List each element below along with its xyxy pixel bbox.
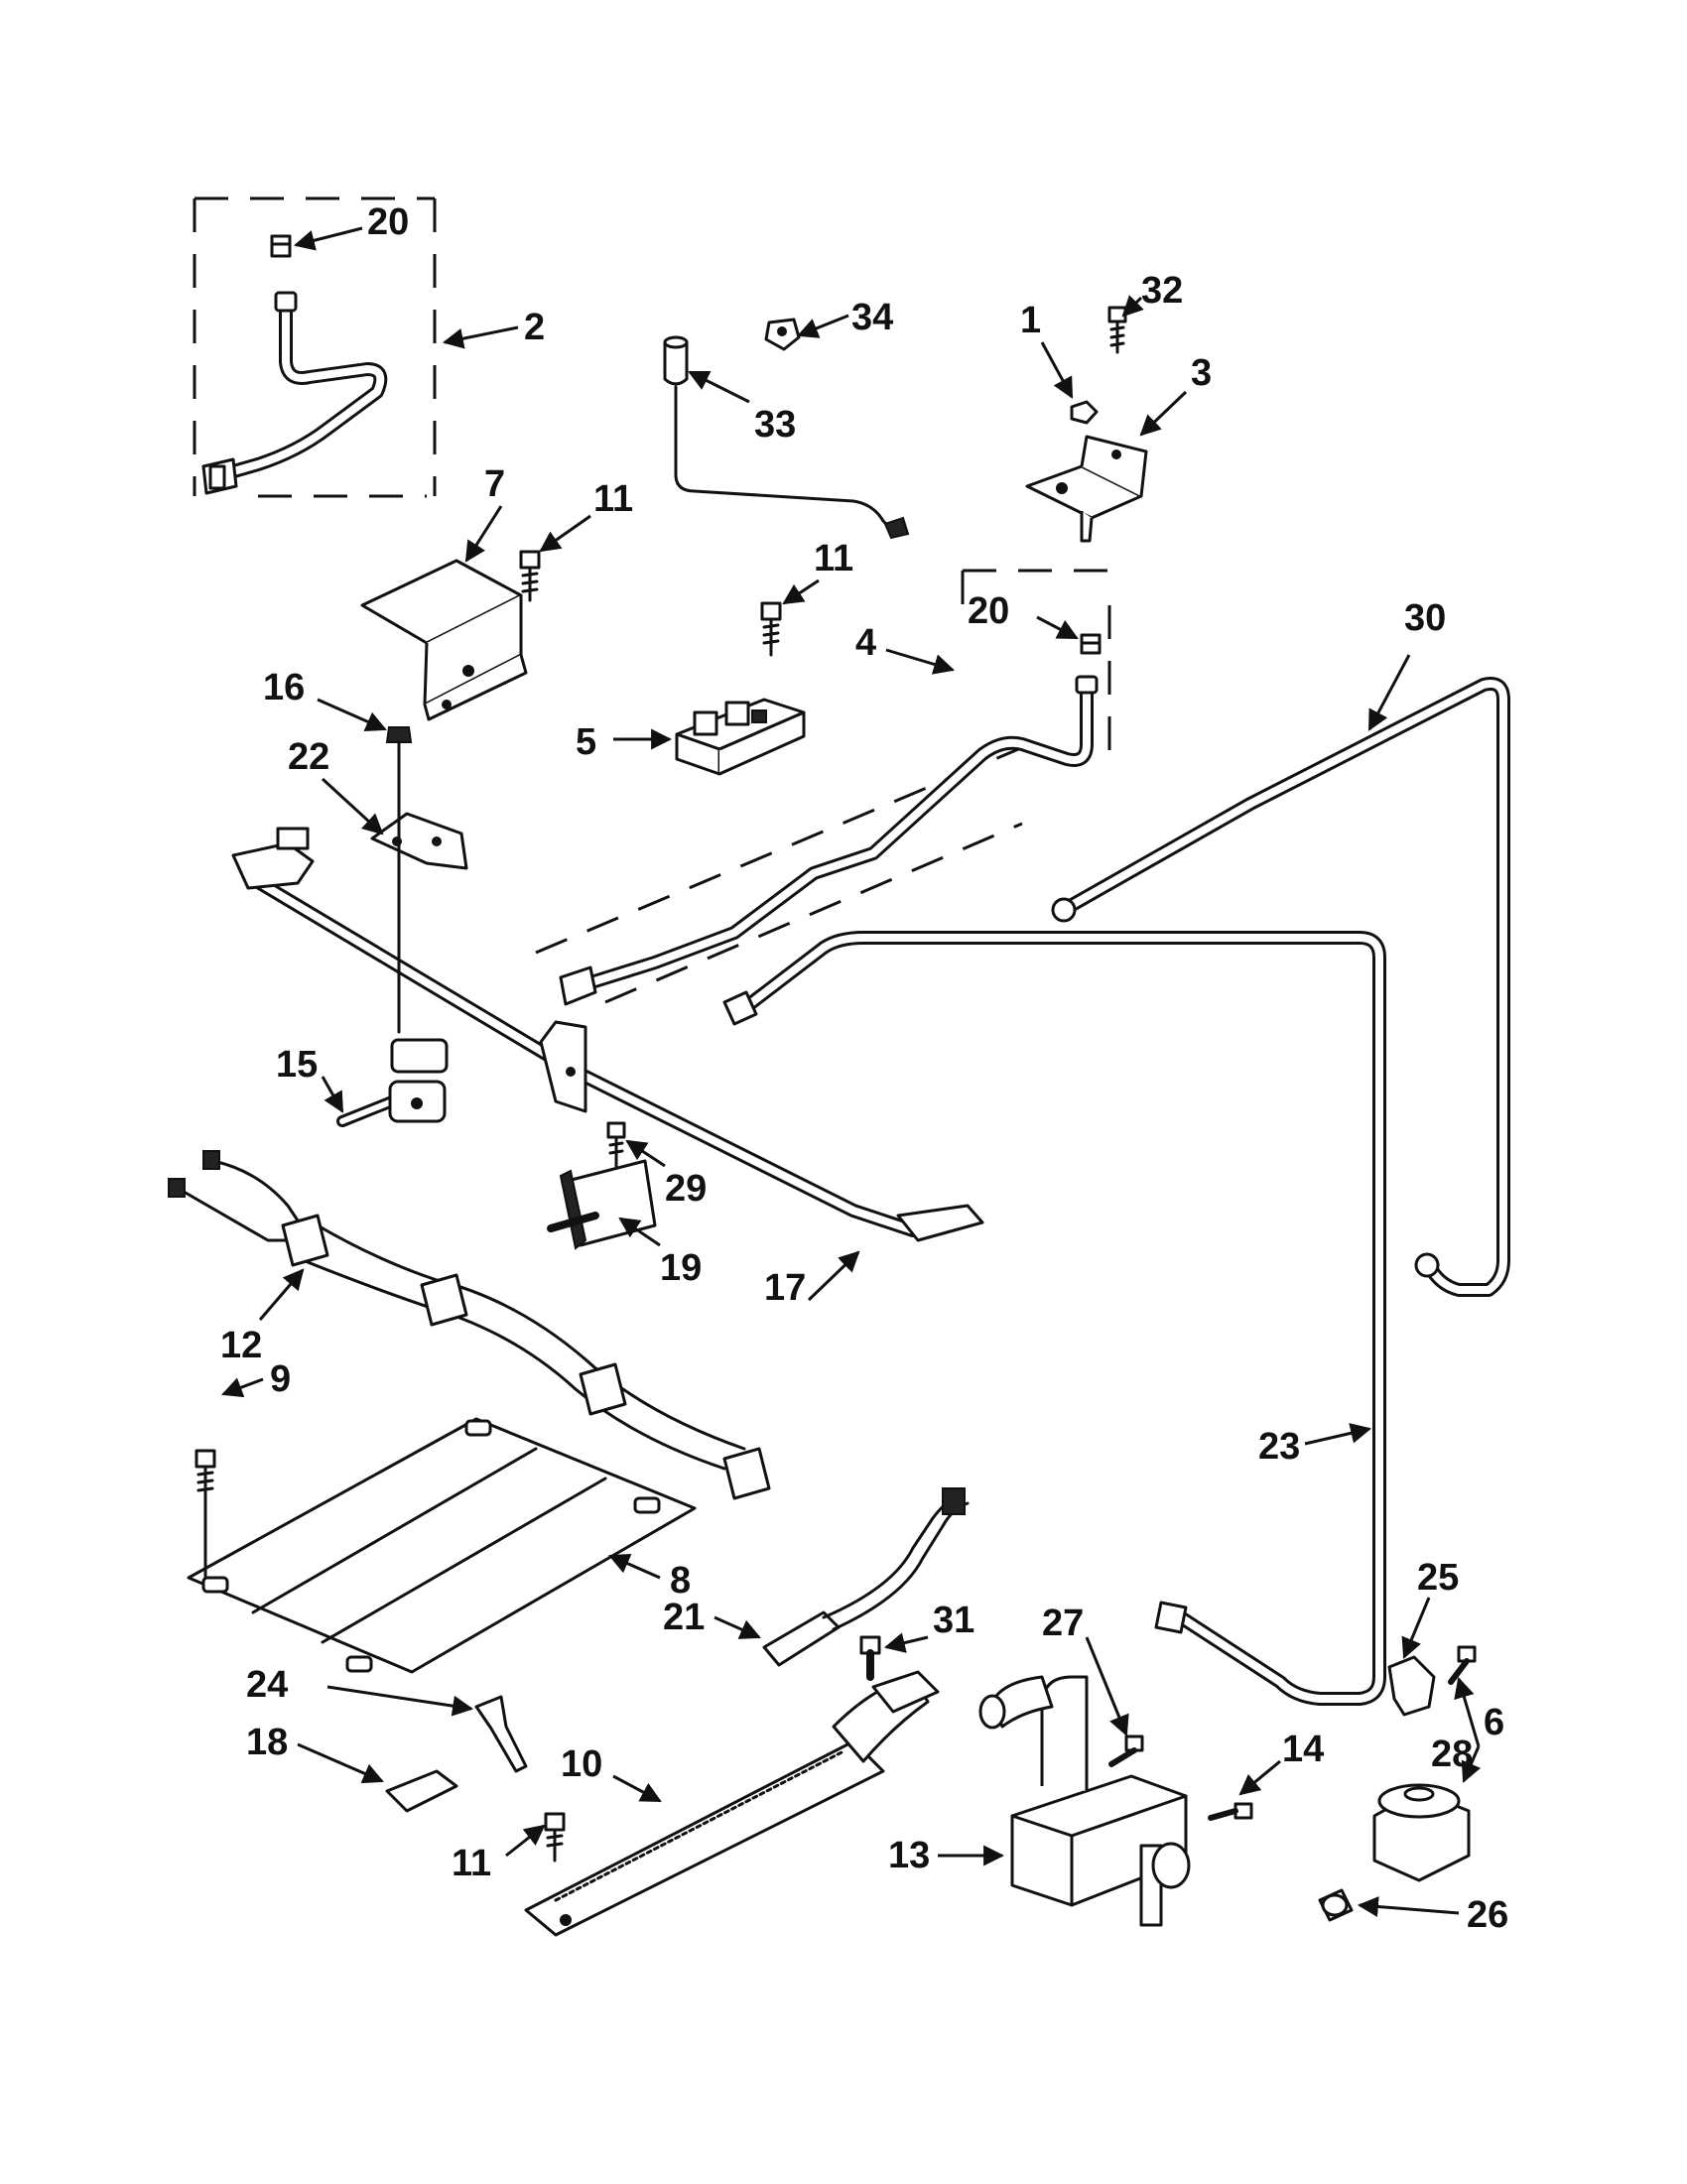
part-8-shield <box>187 1417 697 1674</box>
part-6-regulator <box>1372 1783 1471 1882</box>
fitting-20-right <box>1080 633 1102 655</box>
callout-18: 18 <box>246 1722 288 1763</box>
callout-9: 9 <box>270 1358 291 1400</box>
callout-29: 29 <box>665 1168 707 1210</box>
part-23-tube <box>722 931 1386 1706</box>
fitting-20-top <box>270 234 292 258</box>
part-4-tube-assembly <box>535 569 1111 1006</box>
callout-11-module: 11 <box>814 538 853 579</box>
part-15-valve <box>336 1038 449 1127</box>
callout-28: 28 <box>1431 1734 1473 1775</box>
part-30-tube <box>1051 677 1510 1297</box>
part-28-screw <box>1448 1645 1477 1685</box>
part-3-bracket <box>1025 435 1148 543</box>
part-24-clip <box>474 1695 528 1773</box>
callout-16: 16 <box>263 667 305 708</box>
part-25-bracket <box>1387 1655 1436 1717</box>
part-17-manifold <box>231 827 984 1242</box>
callout-10: 10 <box>561 1743 602 1785</box>
part-18-clip <box>385 1769 458 1813</box>
part-14-screw <box>1208 1802 1253 1821</box>
callout-22: 22 <box>288 736 329 778</box>
callout-4: 4 <box>855 622 876 664</box>
part-21-igniter <box>762 1487 970 1667</box>
callout-7: 7 <box>484 463 505 505</box>
callout-11-cover: 11 <box>593 478 633 520</box>
part-29-screw <box>606 1121 626 1168</box>
part-22-bracket <box>370 812 468 870</box>
part-19-switch <box>547 1159 657 1250</box>
callout-30: 30 <box>1404 597 1446 639</box>
screw-11-burner <box>544 1812 566 1863</box>
part-16-screw <box>385 726 413 1034</box>
part-33-igniter-wire <box>663 335 910 540</box>
part-2-tube-assembly <box>193 196 437 498</box>
callout-20-top: 20 <box>367 201 409 243</box>
part-13-safety-valve <box>978 1675 1191 1927</box>
callout-15: 15 <box>276 1044 318 1086</box>
callout-27: 27 <box>1042 1603 1084 1644</box>
callout-14: 14 <box>1282 1729 1324 1770</box>
callout-3: 3 <box>1191 352 1212 394</box>
part-5-spark-module <box>675 698 806 776</box>
screw-11-module <box>760 601 782 657</box>
callout-12: 12 <box>220 1325 262 1366</box>
callout-34: 34 <box>851 297 893 338</box>
callout-17: 17 <box>764 1267 806 1309</box>
callout-labels: 20 2 34 33 1 32 3 7 11 11 20 4 30 5 16 2… <box>220 201 1508 1936</box>
screw-11-cover <box>519 550 541 602</box>
callout-24: 24 <box>246 1664 288 1706</box>
callout-23: 23 <box>1258 1426 1300 1468</box>
callout-32: 32 <box>1141 270 1183 312</box>
part-9-screw <box>195 1449 216 1580</box>
leader-lines <box>221 226 1482 1917</box>
callout-8: 8 <box>670 1560 691 1602</box>
part-7-cover <box>360 559 528 721</box>
callout-20-right: 20 <box>968 590 1009 632</box>
part-31-screw <box>859 1635 881 1681</box>
callout-31: 31 <box>933 1600 974 1641</box>
part-1-nut <box>1070 400 1099 425</box>
callout-25: 25 <box>1417 1557 1459 1599</box>
callout-13: 13 <box>888 1835 930 1876</box>
callout-21: 21 <box>663 1597 705 1638</box>
callout-26: 26 <box>1467 1894 1508 1936</box>
callout-6: 6 <box>1484 1702 1504 1743</box>
part-34-grommet <box>764 318 801 351</box>
callout-1: 1 <box>1020 300 1041 341</box>
part-26-fitting <box>1318 1888 1354 1922</box>
part-10-burner <box>524 1670 940 1937</box>
callout-33: 33 <box>754 404 796 446</box>
callout-19: 19 <box>660 1247 702 1289</box>
callout-11-burner: 11 <box>452 1843 491 1884</box>
part-27-screw <box>1108 1734 1144 1767</box>
callout-2: 2 <box>524 307 545 348</box>
part-12-harness <box>168 1150 771 1500</box>
callout-5: 5 <box>576 721 596 763</box>
